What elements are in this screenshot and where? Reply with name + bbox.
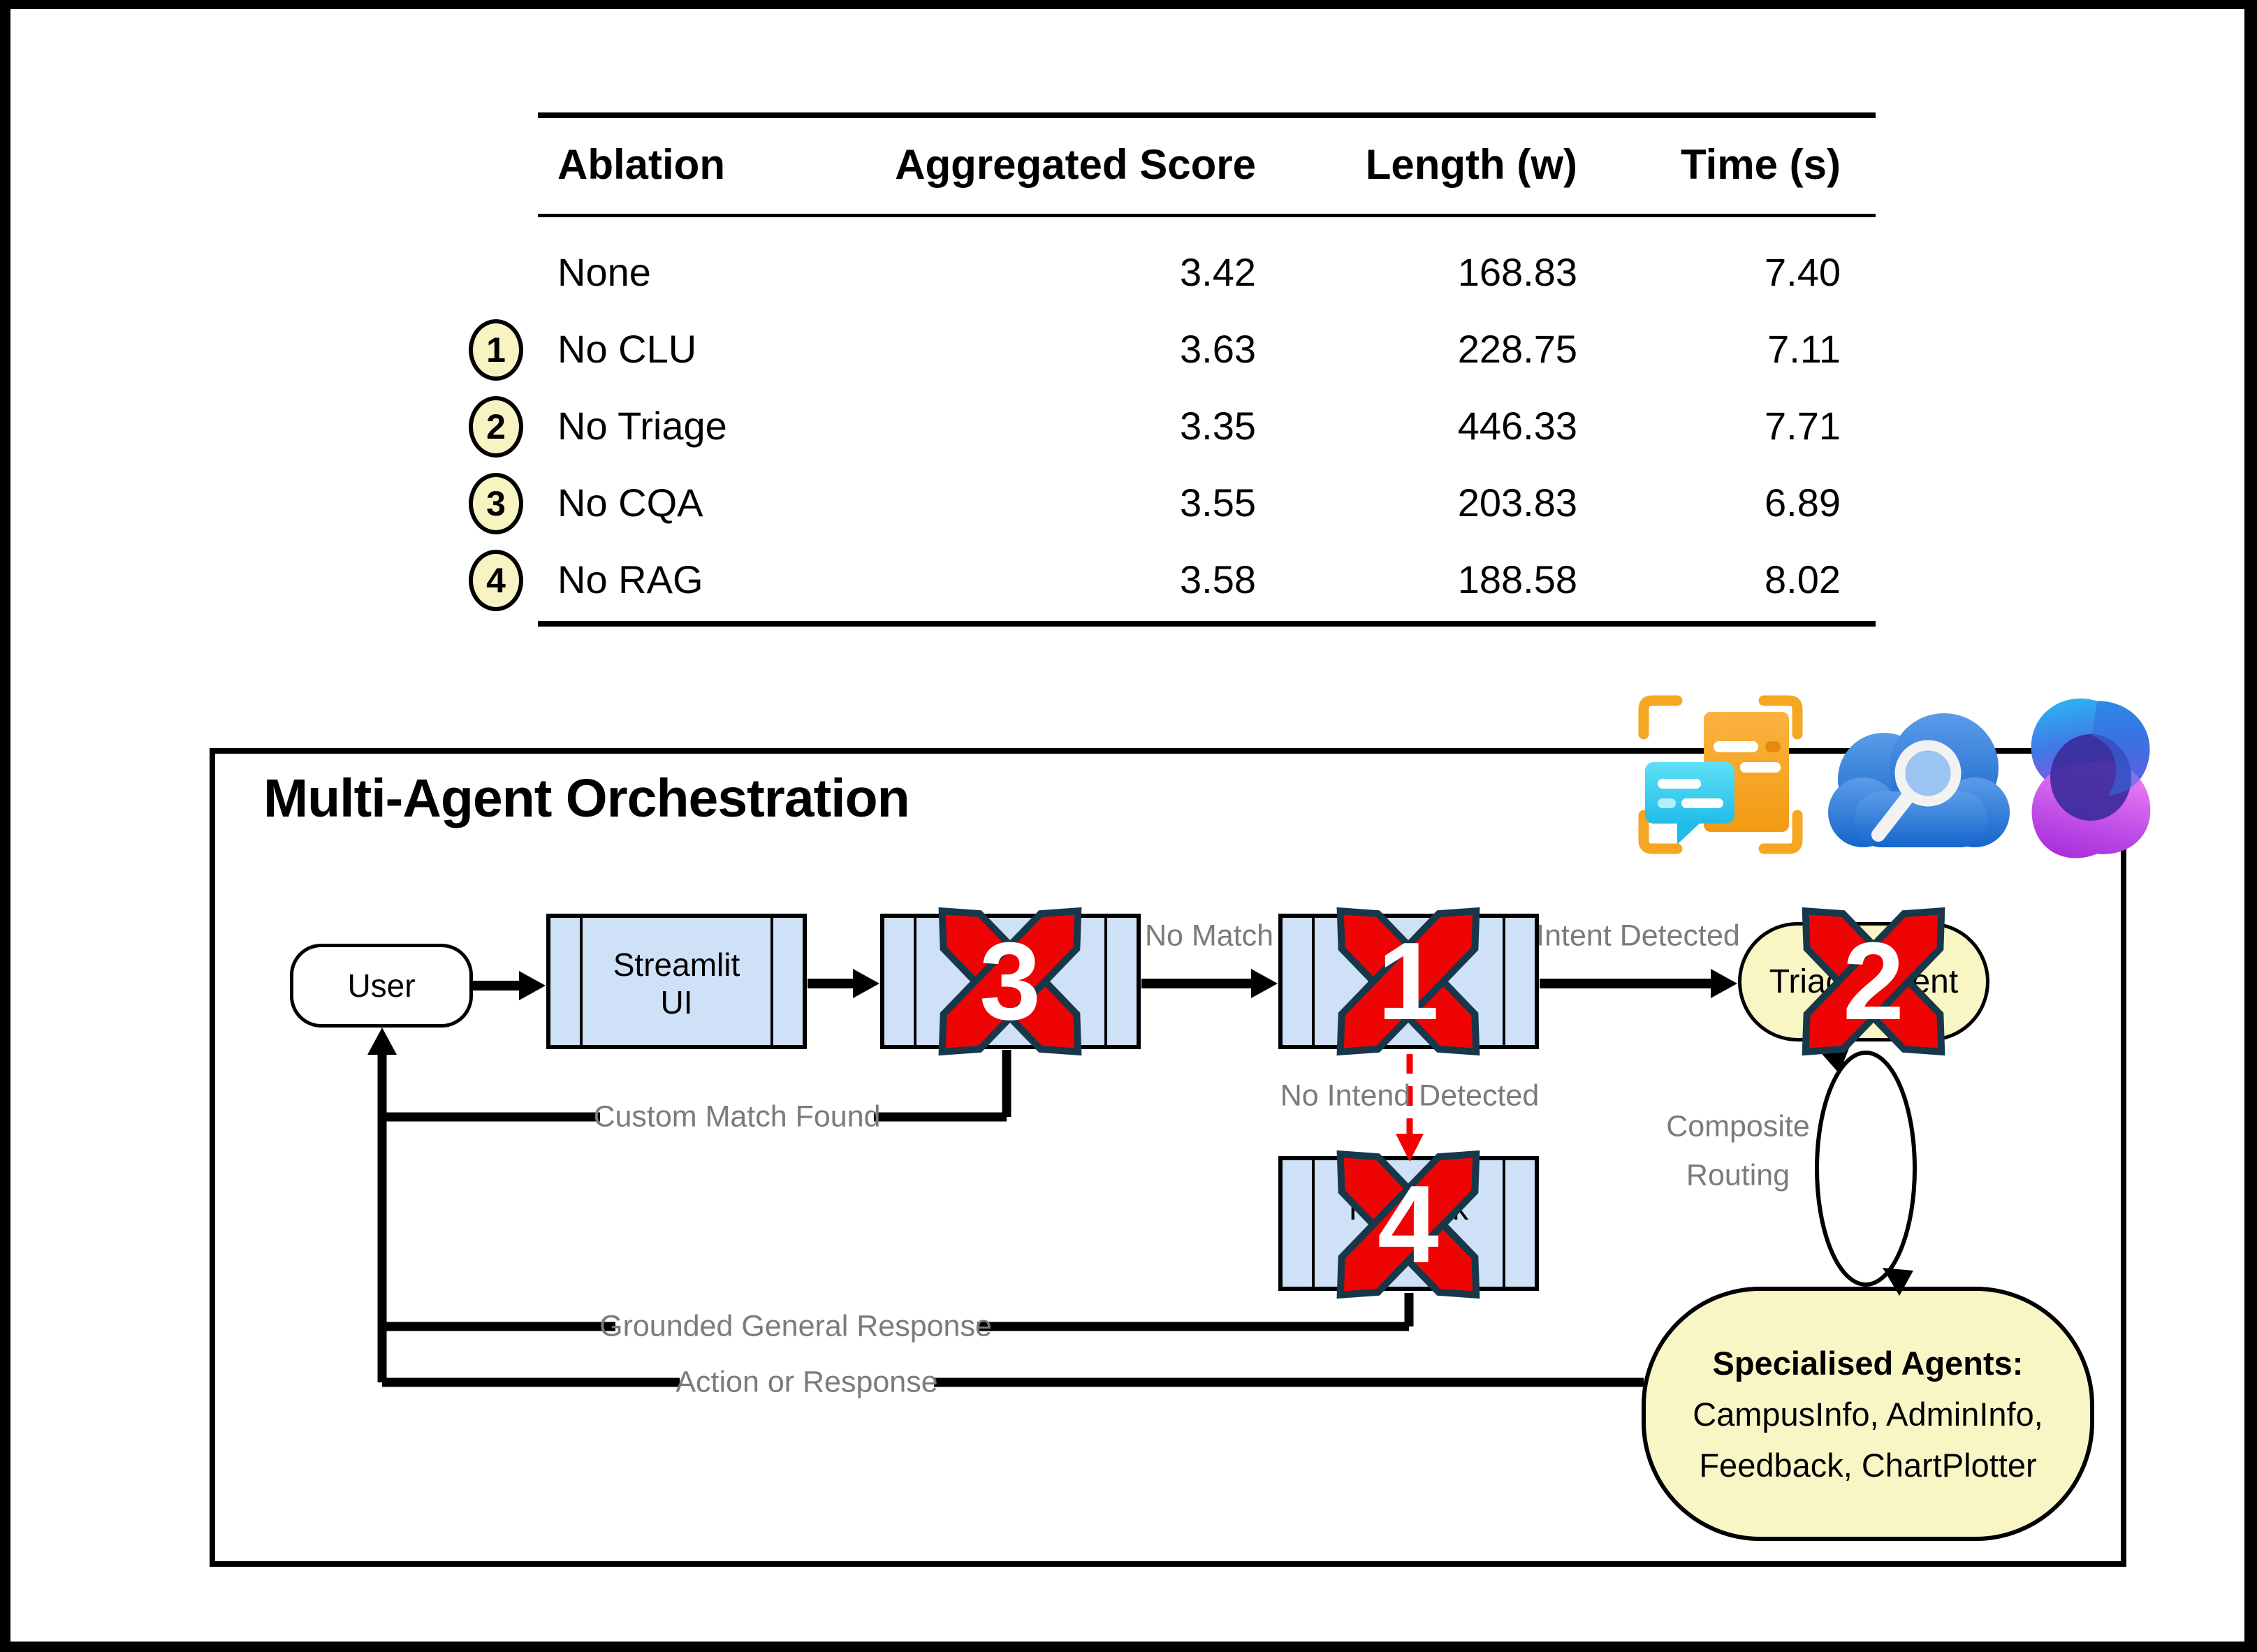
process-stripe bbox=[914, 918, 916, 1045]
table-row-cell: No CQA bbox=[557, 481, 703, 525]
row-marker-badge: 1 bbox=[469, 319, 523, 381]
red-x-icon bbox=[938, 907, 1082, 1056]
col-header-score: Aggregated Score bbox=[895, 141, 1256, 188]
diagram-frame bbox=[210, 748, 2126, 1567]
table-row-cell: 7.11 bbox=[1767, 327, 1841, 371]
edge-label-action-or-response: Action or Response bbox=[675, 1365, 938, 1399]
edge-label-no-intend-detected: No Intend Detected bbox=[1280, 1079, 1540, 1113]
table-row-cell: 168.83 bbox=[1457, 250, 1577, 294]
table-row-cell: 3.42 bbox=[1180, 250, 1256, 294]
ablation-cross-clu: 1 bbox=[1321, 894, 1496, 1069]
red-x-icon bbox=[1802, 907, 1945, 1056]
table-row-cell: 3.55 bbox=[1180, 481, 1256, 525]
table-row-cell: 7.71 bbox=[1765, 404, 1841, 448]
row-marker-badge: 4 bbox=[469, 550, 523, 611]
edge-label-composite: Composite bbox=[1666, 1109, 1810, 1143]
process-stripe bbox=[1104, 918, 1107, 1045]
process-stripe bbox=[580, 918, 583, 1045]
table-row-cell: No CLU bbox=[557, 327, 697, 371]
edge-label-routing: Routing bbox=[1686, 1158, 1790, 1192]
ablation-cross-triage: 2 bbox=[1786, 894, 1961, 1069]
table-row-cell: 3.58 bbox=[1180, 557, 1256, 601]
specialised-agents-node: Specialised Agents: CampusInfo, AdminInf… bbox=[1642, 1287, 2094, 1541]
process-stripe bbox=[1503, 1160, 1505, 1287]
cross-number: 2 bbox=[1843, 919, 1904, 1043]
process-stripe bbox=[1312, 1160, 1315, 1287]
red-x-icon bbox=[1336, 1150, 1480, 1299]
table-row-cell: 3.63 bbox=[1180, 327, 1256, 371]
bubble-line: CampusInfo, AdminInfo, bbox=[1693, 1395, 2043, 1433]
table-header-rule bbox=[538, 214, 1876, 217]
cross-number: 1 bbox=[1378, 919, 1439, 1043]
table-row-cell: No Triage bbox=[557, 404, 727, 448]
edge-label-no-match: No Match bbox=[1144, 919, 1274, 953]
table-row-cell: No RAG bbox=[557, 557, 703, 601]
streamlit-label: Streamlit UI bbox=[613, 946, 740, 1021]
edge-label-intent-detected: Intent Detected bbox=[1536, 919, 1740, 953]
table-row-cell: None bbox=[557, 250, 651, 294]
cross-number: 3 bbox=[979, 919, 1041, 1043]
user-node: User bbox=[290, 944, 473, 1028]
process-stripe bbox=[1312, 918, 1315, 1045]
table-row-cell: 446.33 bbox=[1457, 404, 1577, 448]
user-node-label: User bbox=[347, 967, 416, 1004]
col-header-ablation: Ablation bbox=[557, 141, 725, 188]
red-x-icon bbox=[1336, 907, 1480, 1056]
process-stripe bbox=[770, 918, 773, 1045]
figure-paper: Ablation Aggregated Score Length (w) Tim… bbox=[10, 9, 2244, 1642]
streamlit-ui-node: Streamlit UI bbox=[546, 914, 807, 1049]
table-row-cell: 228.75 bbox=[1457, 327, 1577, 371]
table-row-cell: 203.83 bbox=[1457, 481, 1577, 525]
process-stripe bbox=[1503, 918, 1505, 1045]
table-bottom-rule bbox=[538, 621, 1876, 627]
table-row-cell: 188.58 bbox=[1457, 557, 1577, 601]
ablation-cross-cqa: 3 bbox=[923, 894, 1097, 1069]
table-row-cell: 6.89 bbox=[1765, 481, 1841, 525]
table-row-cell: 3.35 bbox=[1180, 404, 1256, 448]
copilot-swirl-icon bbox=[2021, 687, 2161, 868]
row-marker-badge: 2 bbox=[469, 396, 523, 458]
bubble-title: Specialised Agents: bbox=[1712, 1344, 2024, 1382]
col-header-time: Time (s) bbox=[1681, 141, 1841, 188]
ablation-cross-fallback: 4 bbox=[1321, 1137, 1496, 1312]
table-row-cell: 8.02 bbox=[1765, 557, 1841, 601]
table-row-cell: 7.40 bbox=[1765, 250, 1841, 294]
diagram-title: Multi-Agent Orchestration bbox=[263, 768, 910, 828]
table-top-rule bbox=[538, 112, 1876, 118]
cross-number: 4 bbox=[1378, 1162, 1439, 1286]
row-marker-badge: 3 bbox=[469, 473, 523, 534]
cognitive-search-cloud-icon bbox=[1814, 701, 2021, 868]
edge-label-custom-match-found: Custom Match Found bbox=[593, 1099, 881, 1134]
col-header-length: Length (w) bbox=[1365, 141, 1577, 188]
edge-label-grounded-general-response: Grounded General Response bbox=[599, 1309, 992, 1343]
bubble-line: Feedback, ChartPlotter bbox=[1699, 1446, 2037, 1484]
language-understanding-icon bbox=[1637, 692, 1804, 857]
